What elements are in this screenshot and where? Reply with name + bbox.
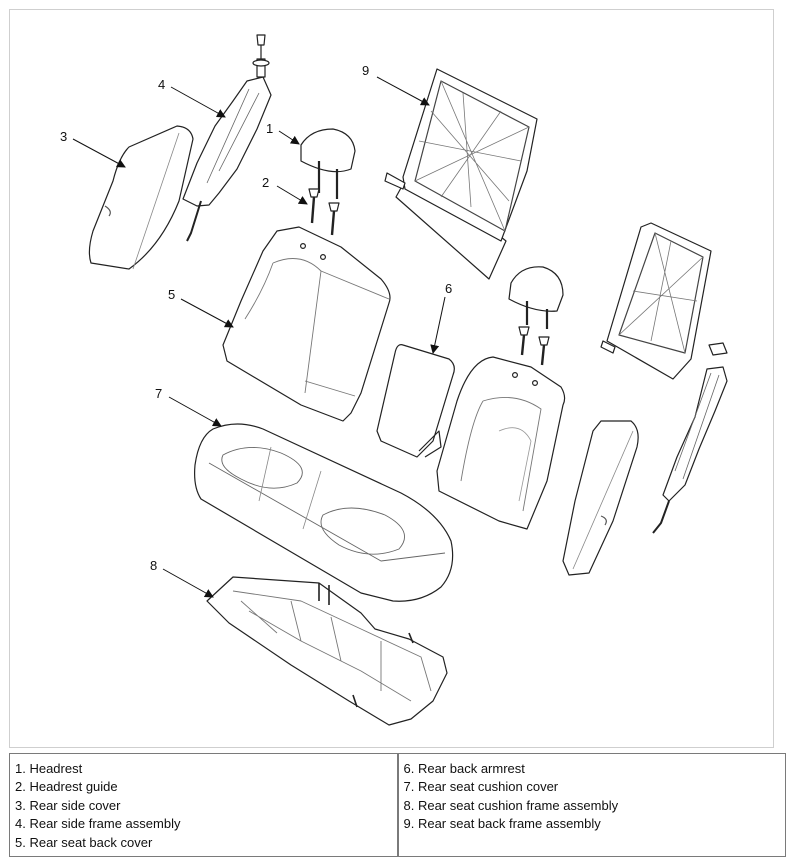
leader-line-8 (162, 568, 214, 598)
legend-item: 2. Headrest guide (15, 779, 118, 795)
exploded-view-diagram: 1 2 3 4 5 6 7 8 9 (9, 9, 774, 748)
callout-9: 9 (362, 63, 369, 78)
legend-item: 7. Rear seat cushion cover (403, 779, 559, 795)
parts-legend-table: 1. Headrest 2. Headrest guide 3. Rear si… (9, 753, 786, 857)
rear-seat-back-cover-right-part (436, 356, 566, 530)
callout-3: 3 (60, 129, 67, 144)
callout-4: 4 (158, 77, 165, 92)
callout-2: 2 (262, 175, 269, 190)
rear-seat-cushion-cover-part (194, 423, 454, 602)
rear-seat-back-frame-right-part (600, 222, 712, 380)
rear-back-armrest-part (376, 344, 455, 458)
legend-item: 1. Headrest (15, 761, 83, 776)
leader-line-7 (168, 396, 222, 427)
leader-line-6 (430, 296, 446, 354)
legend-item: 4. Rear side frame assembly (15, 816, 181, 832)
legend-item: 9. Rear seat back frame assembly (403, 816, 601, 832)
rear-side-cover-right-part (562, 420, 639, 576)
legend-item: 6. Rear back armrest (403, 761, 525, 776)
headrest-right-part (508, 266, 564, 366)
callout-7: 7 (155, 386, 162, 401)
rear-seat-back-frame-assembly-part (384, 68, 538, 280)
leader-line-2 (276, 185, 308, 205)
rear-seat-back-cover-part (222, 226, 391, 422)
rear-side-frame-assembly-part (182, 34, 272, 242)
headrest-guides-left-part (308, 188, 340, 236)
legend-item: 8. Rear seat cushion frame assembly (403, 797, 619, 813)
leader-line-4 (170, 86, 226, 118)
leader-line-1 (278, 130, 300, 145)
leader-line-9 (376, 76, 430, 106)
rear-seat-exploded-drawing: 1 2 3 4 5 6 7 8 9 (60, 34, 728, 726)
callout-6: 6 (445, 281, 452, 296)
rear-seat-cushion-frame-assembly-part (206, 576, 448, 726)
rear-side-frame-right-part (652, 342, 728, 534)
headrest-left-part (300, 128, 356, 199)
rear-side-cover-left-part (88, 125, 194, 270)
callout-8: 8 (150, 558, 157, 573)
callout-5: 5 (168, 287, 175, 302)
legend-item: 5. Rear seat back cover (15, 834, 153, 850)
legend-column-right: 6. Rear back armrest 7. Rear seat cushio… (396, 754, 786, 856)
legend-item: 3. Rear side cover (15, 797, 121, 813)
leader-line-3 (72, 138, 126, 168)
leader-line-5 (180, 298, 234, 328)
callout-1: 1 (266, 121, 273, 136)
legend-column-left: 1. Headrest 2. Headrest guide 3. Rear si… (10, 754, 397, 856)
